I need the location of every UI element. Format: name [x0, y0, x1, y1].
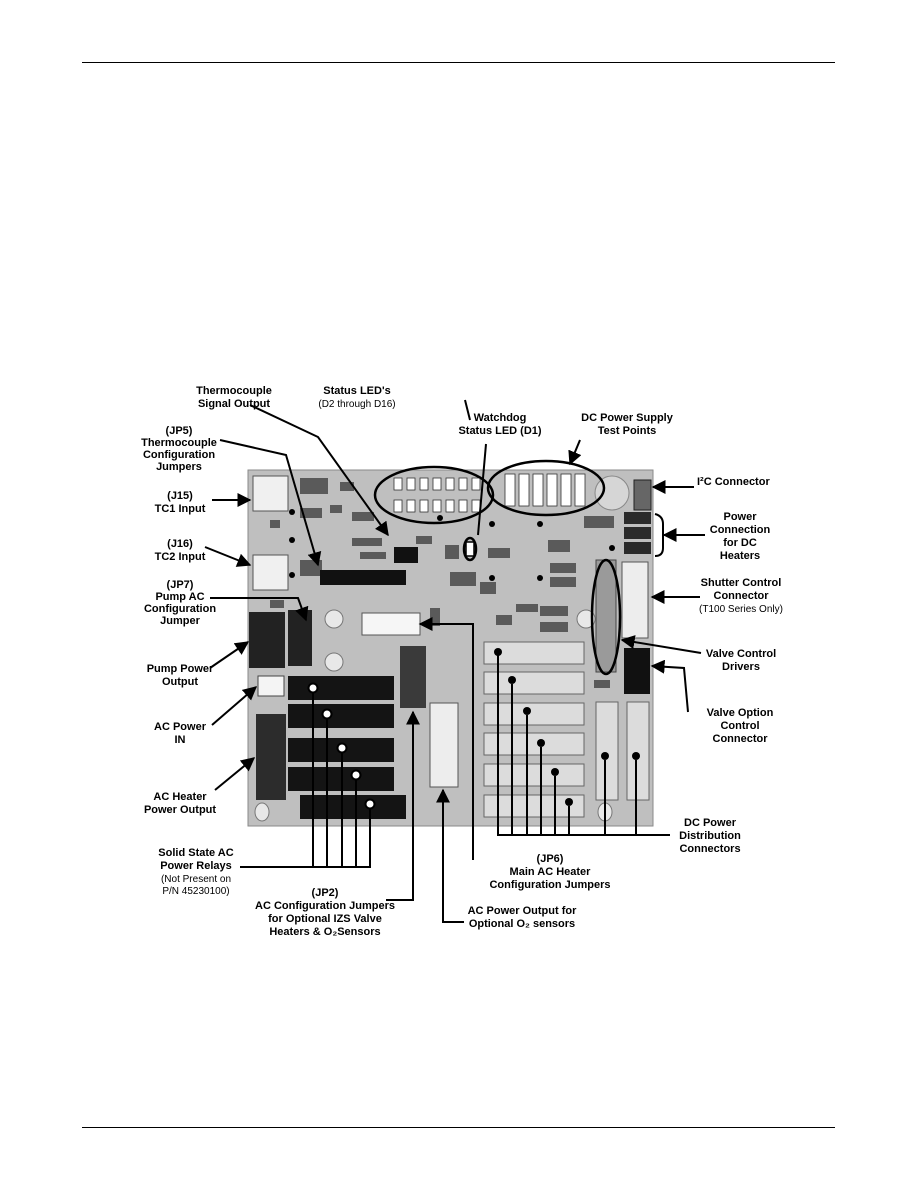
valve-drivers	[595, 559, 617, 673]
status-leds-callout	[373, 465, 495, 525]
j16-connector	[252, 554, 289, 591]
pump-power-connector	[249, 612, 285, 668]
round-component	[594, 475, 630, 511]
o2-output-connector	[429, 702, 459, 788]
status-leds-label: Status LED's(D2 through D16)	[318, 385, 395, 410]
dc-heater-connector	[624, 527, 651, 539]
jp6-module	[361, 612, 421, 636]
mount-hole	[324, 609, 344, 629]
mount-hole	[324, 652, 344, 672]
valve-option-connector	[624, 648, 650, 694]
ac-heater-connector	[256, 714, 286, 800]
dc-distribution-connectors	[483, 641, 650, 818]
circuit-board	[247, 469, 654, 827]
test-points-callout	[486, 459, 606, 517]
jp5-header	[320, 570, 406, 585]
footer-rule	[82, 1127, 835, 1128]
j16-label: (J16)TC2 Input	[155, 538, 206, 563]
jp2-jumpers	[400, 646, 426, 708]
jp7-jumper	[288, 610, 312, 666]
header-rule	[82, 62, 835, 63]
ac-power-in-connector	[257, 675, 285, 697]
i2c-connector	[633, 479, 652, 511]
watchdog-led	[465, 541, 475, 557]
thermocouple-output-connector	[394, 547, 418, 563]
mount-hole	[576, 609, 596, 629]
status-led-array	[393, 477, 481, 513]
valve-drivers-callout	[590, 558, 622, 676]
i2c-label: I²C Connector	[697, 476, 770, 488]
j15-connector	[252, 475, 289, 512]
test-point-array	[504, 473, 586, 507]
j15-label: (J15)TC1 Input	[155, 490, 206, 515]
shutter-connector	[621, 561, 649, 639]
dc-heater-connector	[624, 512, 651, 524]
watchdog-callout	[462, 536, 478, 562]
dc-heater-connector	[624, 542, 651, 554]
leader-lines	[204, 399, 705, 923]
mount-hole	[254, 802, 270, 822]
